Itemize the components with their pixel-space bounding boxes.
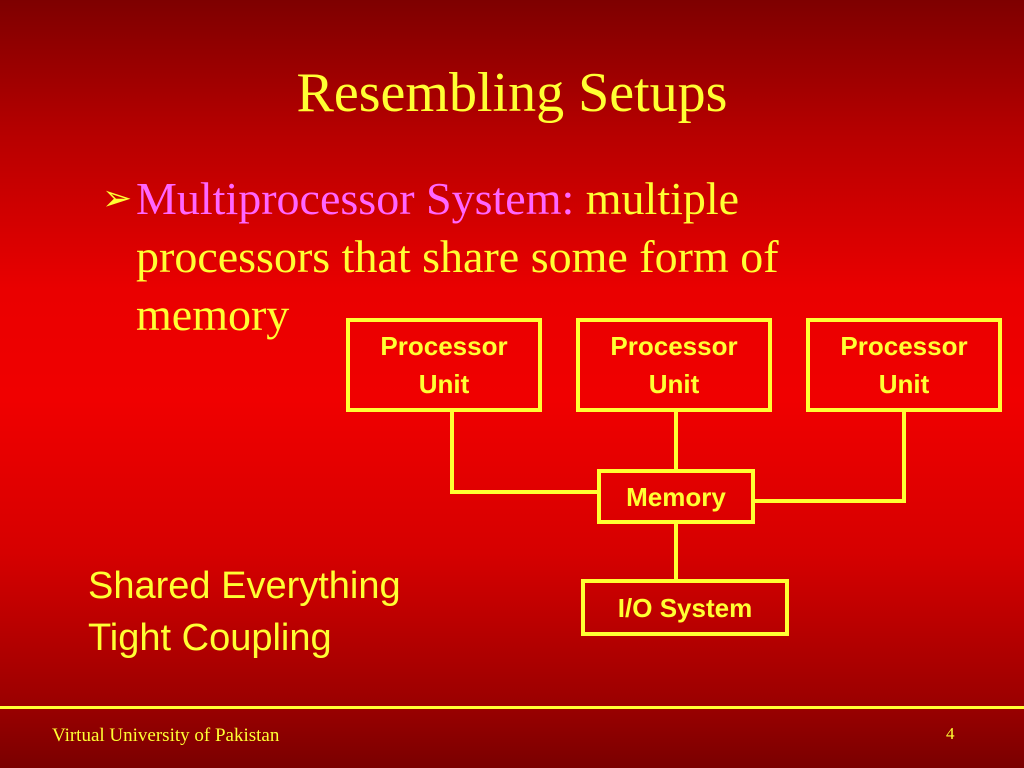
processor-unit-box: Processor Unit [346, 318, 542, 412]
io-system-box: I/O System [581, 579, 789, 636]
memory-box: Memory [597, 469, 755, 524]
note-tight-coupling: Tight Coupling [88, 617, 332, 659]
processor-unit-label: Processor [840, 331, 968, 361]
bullet-term: Multiprocessor System: [136, 173, 575, 224]
io-system-label: I/O System [617, 592, 753, 623]
processor-unit-box: Processor Unit [576, 318, 772, 412]
processor-unit-label: Unit [878, 369, 930, 399]
connector-processor-1-memory [450, 410, 599, 494]
footer-divider [0, 706, 1024, 709]
arrow-bullet-icon: ➢ [102, 178, 133, 219]
processor-unit-label: Unit [648, 369, 700, 399]
note-shared-everything: Shared Everything [88, 565, 401, 607]
connector-processor-3-memory [753, 410, 906, 503]
coupling-notes: Shared Everything Tight Coupling [88, 560, 401, 664]
page-number: 4 [946, 724, 955, 743]
bullet-text-3: memory [136, 289, 290, 340]
processor-unit-label: Processor [380, 331, 508, 361]
bullet-line-1: ➢Multiprocessor System: multiple [102, 170, 962, 228]
slide-title: Resembling Setups [296, 62, 728, 124]
processor-unit-label: Processor [610, 331, 738, 361]
bullet-line-2: processors that share some form of [102, 228, 962, 286]
processor-unit-label: Unit [418, 369, 470, 399]
bullet-text-1: multiple [574, 173, 740, 224]
memory-label: Memory [626, 481, 726, 512]
bullet-point: ➢Multiprocessor System: multiple process… [102, 170, 962, 344]
footer-organization: Virtual University of Pakistan [52, 725, 280, 746]
bullet-text-2: processors that share some form of [136, 231, 779, 282]
processor-unit-box: Processor Unit [806, 318, 1002, 412]
bullet-line-3: memory [102, 286, 962, 344]
